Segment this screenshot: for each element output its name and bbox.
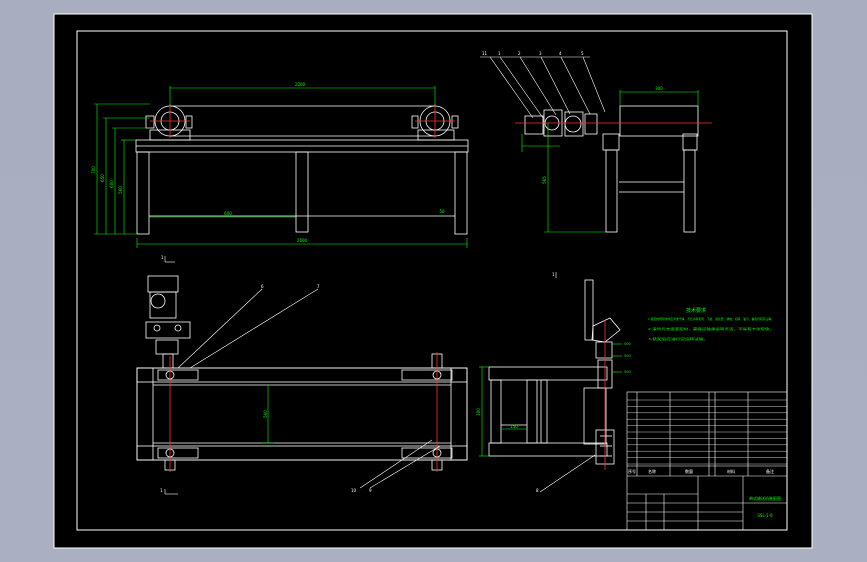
header-material: 材料 (727, 468, 735, 474)
technical-notes: 技术要求 1.装配前所有零件应清洗干净，不允许有毛刺、飞边、氧化皮、锈蚀、切屑、… (648, 307, 774, 341)
front-dimension-text: 2200 600 2600 700 650 600 560 50 (91, 82, 445, 243)
balloon-7: 7 (317, 284, 320, 289)
notes-line-1: 1.装配前所有零件应清洗干净，不允许有毛刺、飞边、氧化皮、锈蚀、切屑、油污、着色… (648, 316, 774, 321)
inner-border (76, 30, 788, 531)
dim-frame-length: 2600 (297, 238, 308, 243)
balloon-3: 3 (539, 51, 542, 56)
plan-dimensions (262, 385, 274, 444)
plan-balloons (164, 288, 441, 495)
shaft-label-3: 500 (624, 370, 631, 374)
side-elevation-view (524, 105, 699, 233)
shaft-dim-text: 500 500 500 (624, 342, 631, 374)
balloon-1: 1 (498, 51, 501, 56)
shaft-label-2: 500 (624, 354, 631, 358)
balloon-11: 11 (482, 51, 488, 56)
notes-line-2: 2.滚筒与支座装配时，需保证轴承运转灵活，不得有卡滞现象。 (648, 326, 774, 331)
plan-view (136, 275, 468, 471)
section-mark-label: 1 (161, 255, 164, 260)
balloon-10: 10 (351, 488, 357, 493)
parts-list-rows (627, 399, 787, 465)
plan-balloon-labels: 6 7 10 9 1 (160, 284, 372, 493)
dim-height: 565 (542, 176, 547, 184)
side-dimension-text: 300 565 (542, 86, 663, 184)
plan-centerlines (169, 352, 438, 472)
side-balloons: 11 1 2 3 4 5 (480, 51, 606, 119)
shaft-dims (612, 343, 622, 373)
dim-height-2: 650 (100, 174, 105, 182)
dim-end-width: 300 (476, 408, 481, 416)
balloon-8: 8 (536, 488, 539, 493)
drawing-sheet (53, 13, 813, 549)
parts-list-grid (626, 391, 788, 531)
front-centerlines (150, 104, 455, 138)
front-dimensions (94, 86, 468, 248)
detail-mark: 1 (552, 272, 557, 278)
dim-height-3: 600 (109, 180, 114, 188)
end-balloon: 8 (536, 454, 596, 493)
title-block-text: 带式输送机装配图 SSL-1-0 (749, 495, 781, 518)
front-section-mark: 1 (161, 255, 175, 263)
header-index: 序号 (628, 468, 636, 474)
notes-title: 技术要求 (686, 307, 706, 314)
dim-leg-span: 600 (224, 211, 232, 216)
dim-height-1: 700 (91, 166, 96, 174)
dim-side: 50 (439, 209, 445, 214)
header-qty: 数量 (685, 468, 693, 474)
balloon-2: 2 (518, 51, 521, 56)
header-name: 名称 (648, 468, 656, 474)
drawing-number: SSL-1-0 (757, 513, 773, 518)
balloon-6: 6 (261, 284, 264, 289)
balloon-4: 4 (559, 51, 562, 56)
notes-line-3: 3.装配后应进行空运转试验。 (648, 336, 708, 341)
dim-end-inner: 150 (510, 424, 518, 429)
side-dimensions (521, 90, 699, 233)
detail-mark-label: 1 (552, 272, 555, 277)
dim-drum-spacing: 2200 (295, 82, 306, 87)
shaft-label-1: 500 (624, 342, 631, 346)
end-dim-text: 300 150 (476, 408, 518, 429)
dim-height-4: 560 (118, 186, 123, 194)
end-view (488, 366, 608, 457)
balloon-9: 9 (369, 488, 372, 493)
drawing-name: 带式输送机装配图 (749, 495, 781, 501)
header-remark: 备注 (766, 468, 774, 474)
balloon-5: 5 (581, 51, 584, 56)
dim-roller: 300 (655, 86, 663, 91)
parts-list-header: 序号 名称 数量 材料 备注 (628, 468, 774, 474)
plan-section-mark: 1 (160, 488, 163, 493)
dim-plan-inner: 500 (263, 410, 268, 418)
end-dimensions (479, 366, 527, 457)
